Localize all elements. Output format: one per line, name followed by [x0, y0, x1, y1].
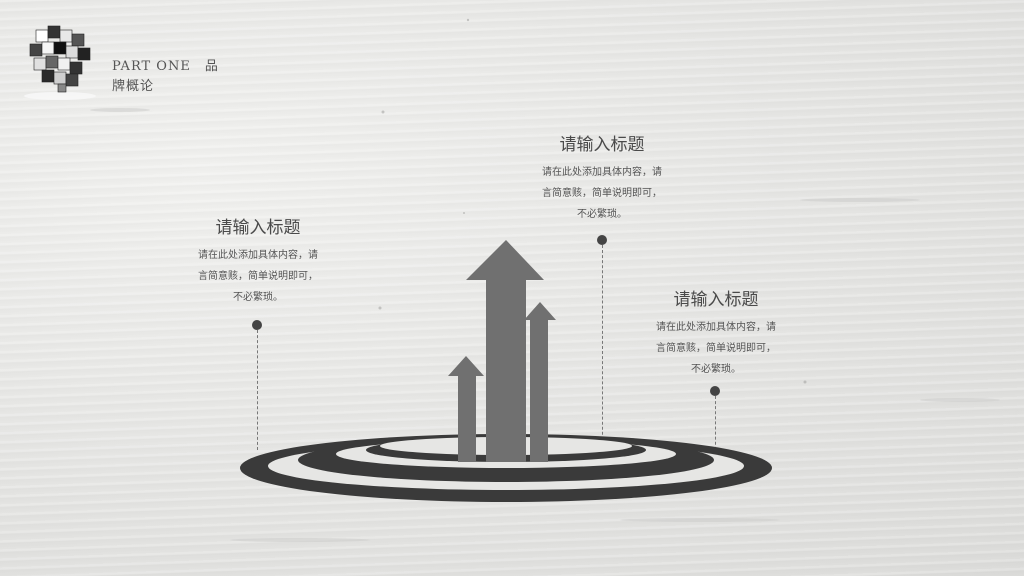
part-title: PART ONE 品牌概论 — [112, 59, 219, 94]
growth-arrows-icon — [448, 240, 556, 462]
connector-line-right — [715, 396, 716, 460]
text-block-middle: 请输入标题 请在此处添加具体内容，请 言简意赅，简单说明即可， 不必繁琐。 — [524, 134, 680, 225]
block-title: 请输入标题 — [215, 218, 301, 238]
block-line: 请在此处添加具体内容，请 — [198, 250, 318, 261]
block-title: 请输入标题 — [673, 290, 759, 310]
text-block-right: 请输入标题 请在此处添加具体内容，请 言简意赅，简单说明即可， 不必繁琐。 — [640, 289, 792, 380]
block-body: 请在此处添加具体内容，请 言简意赅，简单说明即可， 不必繁琐。 — [524, 162, 680, 225]
connector-line-left — [257, 330, 258, 450]
marker-dot-middle — [597, 235, 607, 245]
cube-logo-icon — [24, 25, 96, 100]
text-block-left: 请输入标题 请在此处添加具体内容，请 言简意赅，简单说明即可， 不必繁琐。 — [178, 217, 338, 308]
block-line: 不必繁琐。 — [233, 292, 283, 303]
concentric-rings-icon — [240, 434, 772, 502]
block-title: 请输入标题 — [559, 135, 645, 155]
marker-dot-right — [710, 386, 720, 396]
block-line: 言简意赅，简单说明即可， — [656, 343, 776, 354]
block-line: 言简意赅，简单说明即可， — [198, 271, 318, 282]
block-line: 请在此处添加具体内容，请 — [542, 167, 662, 178]
connector-line-middle — [602, 245, 603, 455]
block-line: 请在此处添加具体内容，请 — [656, 322, 776, 333]
marker-dot-left — [252, 320, 262, 330]
block-line: 不必繁琐。 — [691, 364, 741, 375]
block-body: 请在此处添加具体内容，请 言简意赅，简单说明即可， 不必繁琐。 — [640, 317, 792, 380]
block-body: 请在此处添加具体内容，请 言简意赅，简单说明即可， 不必繁琐。 — [178, 245, 338, 308]
block-line: 不必繁琐。 — [577, 209, 627, 220]
block-line: 言简意赅，简单说明即可， — [542, 188, 662, 199]
